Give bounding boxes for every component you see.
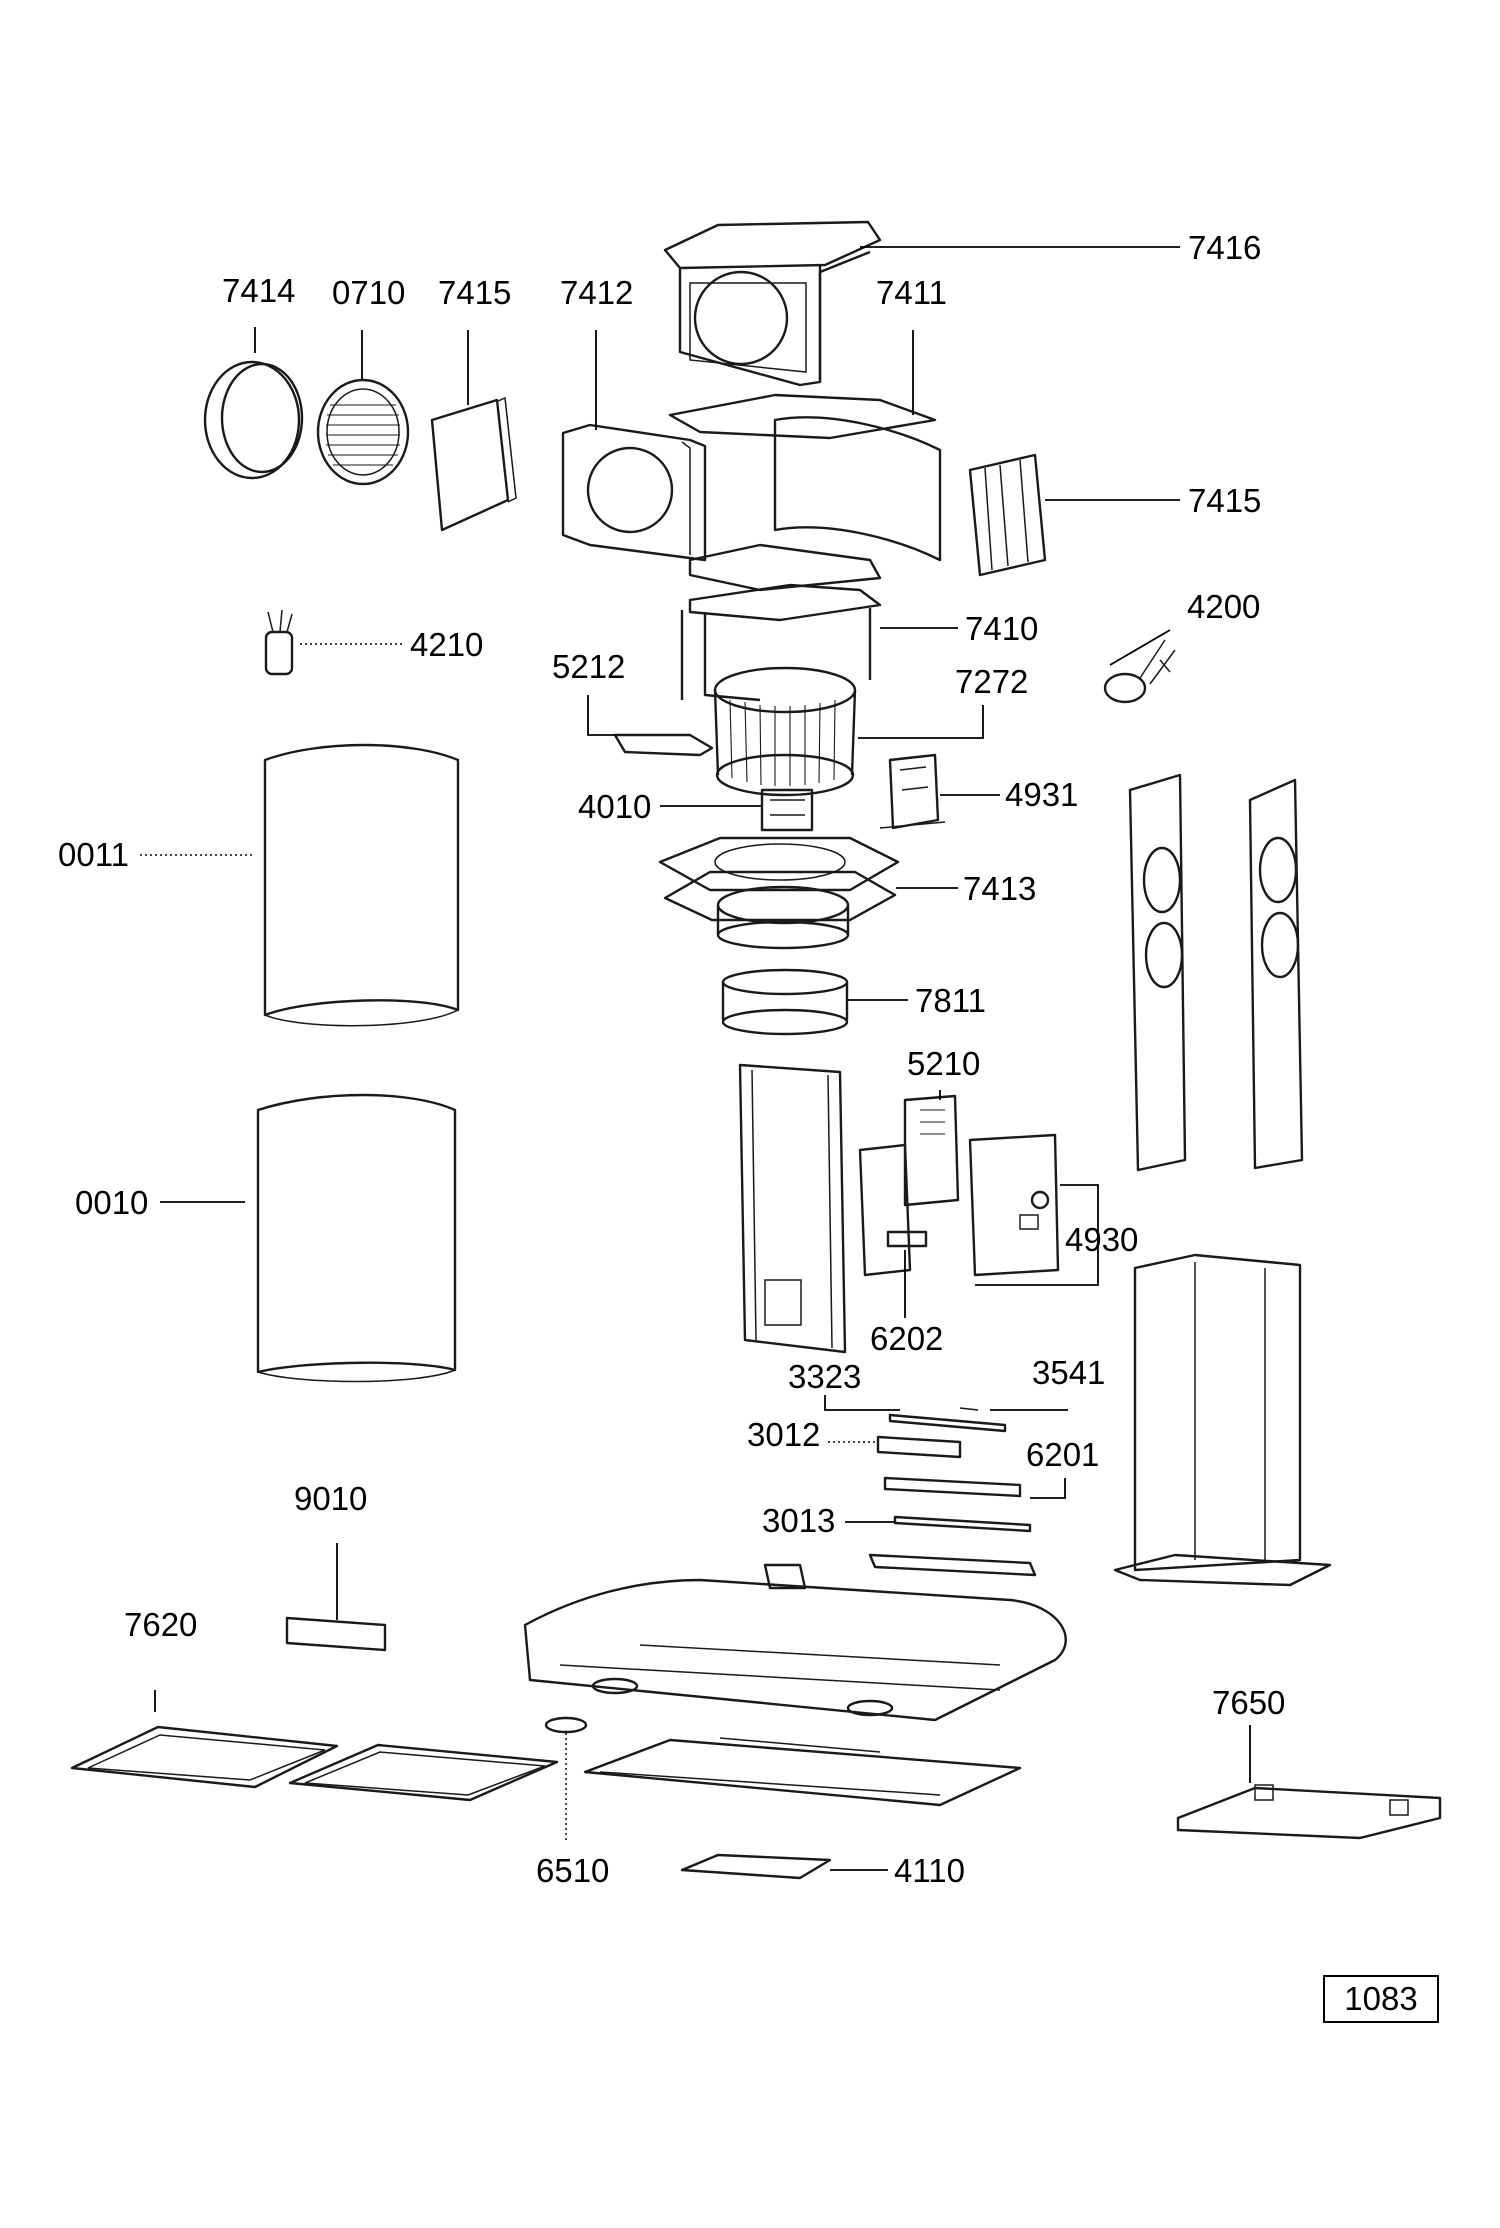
part-7412-drawing xyxy=(561,423,707,562)
part-4210-drawing xyxy=(264,609,294,676)
part-7410-drawing xyxy=(680,583,882,702)
leader-lines xyxy=(140,246,1251,1871)
part-label-7811: 7811 xyxy=(915,982,986,1019)
part-4931-drawing xyxy=(879,753,946,830)
part-7414-drawing xyxy=(203,360,304,480)
part-9010-drawing xyxy=(285,1616,387,1652)
part-6202-drawing xyxy=(886,1230,928,1248)
part-label-7411: 7411 xyxy=(876,274,947,311)
part-7811-drawing xyxy=(721,968,849,1036)
part-7415-left-drawing xyxy=(430,396,517,532)
part-5210-drawing xyxy=(903,1094,960,1207)
part-6510-drawing xyxy=(544,1716,588,1734)
part-drawings xyxy=(70,220,1442,1880)
control-housing-panel-drawing xyxy=(738,1063,847,1354)
part-0710-drawing xyxy=(316,378,410,486)
part-label-4010: 4010 xyxy=(578,788,651,825)
part-label-3541: 3541 xyxy=(1032,1354,1105,1391)
part-7416-drawing xyxy=(663,220,882,387)
part-label-7415-right: 7415 xyxy=(1188,482,1261,519)
part-label-3013: 3013 xyxy=(762,1502,835,1539)
part-4930-drawing xyxy=(858,1133,1060,1277)
part-labels: 7416 7414 0710 7415 7412 7411 7415 4210 … xyxy=(58,229,1285,1889)
part-label-7415-left: 7415 xyxy=(438,274,511,311)
lower-hood-panel-drawing xyxy=(583,1737,1022,1807)
part-4110-drawing xyxy=(680,1853,832,1880)
part-label-4930: 4930 xyxy=(1065,1221,1138,1258)
part-label-6510: 6510 xyxy=(536,1852,609,1889)
part-4200-drawing xyxy=(1103,639,1176,704)
part-7415-right-drawing xyxy=(968,453,1047,577)
part-label-0710: 0710 xyxy=(332,274,405,311)
part-label-4210: 4210 xyxy=(410,626,483,663)
part-label-7412: 7412 xyxy=(560,274,633,311)
part-label-4110: 4110 xyxy=(894,1852,965,1889)
document-reference-number: 1083 xyxy=(1323,1975,1439,2023)
part-label-0011: 0011 xyxy=(58,836,129,873)
part-7650-drawing xyxy=(1176,1784,1442,1840)
part-label-4931: 4931 xyxy=(1005,776,1078,813)
part-0011-drawing xyxy=(263,743,460,1027)
part-label-7410: 7410 xyxy=(965,610,1038,647)
part-label-5210: 5210 xyxy=(907,1045,980,1082)
part-label-7414: 7414 xyxy=(222,272,295,309)
part-label-7272: 7272 xyxy=(955,663,1028,700)
part-7413-drawing xyxy=(658,836,900,950)
control-strips-drawing xyxy=(763,1407,1037,1590)
part-label-6202: 6202 xyxy=(870,1320,943,1357)
hood-body-drawing xyxy=(523,1578,1067,1722)
part-label-3012: 3012 xyxy=(747,1416,820,1453)
part-label-6201: 6201 xyxy=(1026,1436,1099,1473)
part-label-5212: 5212 xyxy=(552,648,625,685)
part-4010-drawing xyxy=(760,788,814,832)
part-7620-drawing xyxy=(70,1725,559,1802)
side-support-rails-drawing xyxy=(1128,773,1304,1172)
part-7411-drawing xyxy=(668,393,942,592)
part-7272-drawing xyxy=(713,666,857,797)
part-label-4200: 4200 xyxy=(1187,588,1260,625)
part-label-9010: 9010 xyxy=(294,1480,367,1517)
part-5212-drawing xyxy=(613,733,714,757)
part-0010-drawing xyxy=(256,1093,457,1383)
part-label-0010: 0010 xyxy=(75,1184,148,1221)
part-label-7413: 7413 xyxy=(963,870,1036,907)
part-label-7620: 7620 xyxy=(124,1606,197,1643)
part-label-3323: 3323 xyxy=(788,1358,861,1395)
part-label-7650: 7650 xyxy=(1212,1684,1285,1721)
part-label-7416: 7416 xyxy=(1188,229,1261,266)
lower-right-housing-drawing xyxy=(1113,1253,1332,1587)
